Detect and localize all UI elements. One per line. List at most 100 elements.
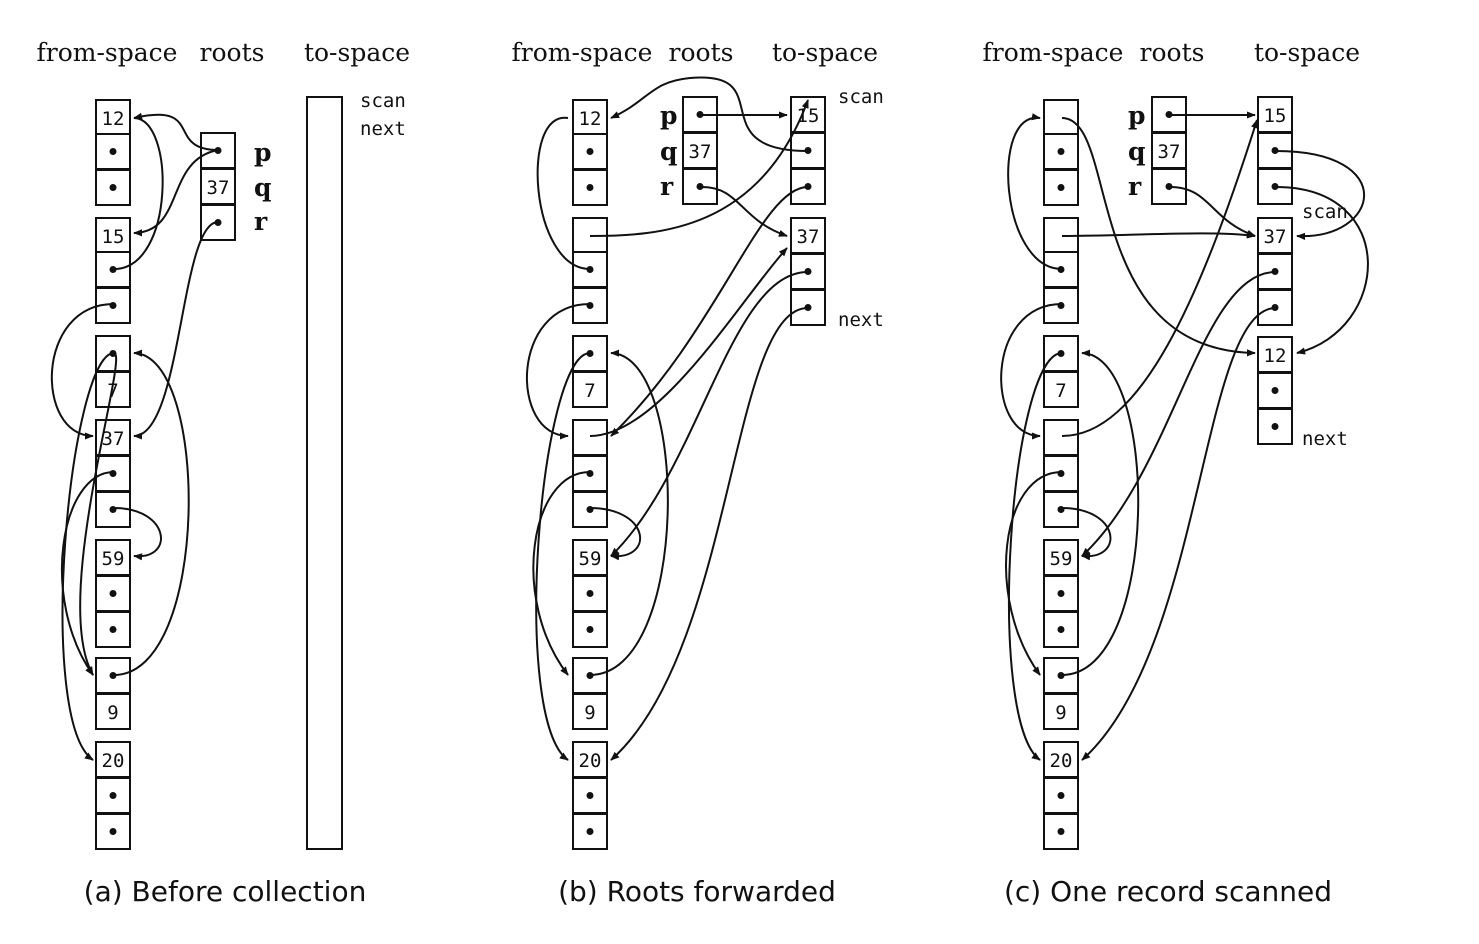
- root-c-pointer-dot: [1165, 111, 1173, 118]
- root-label-q-b: q: [660, 137, 677, 166]
- from-space-b-pointer-dot: [586, 828, 594, 835]
- to-space-header-b: to-space: [772, 38, 878, 67]
- from-space-c-pointer-dot: [1057, 148, 1065, 155]
- root-label-r: r: [254, 207, 268, 236]
- root-label-p-c: p: [1128, 101, 1145, 130]
- from-space-b-cell: [572, 99, 608, 136]
- from-space-c-pointer-dot: [1057, 792, 1065, 799]
- to-space-b-value: 37: [797, 226, 820, 248]
- root-label-r-c: r: [1128, 172, 1142, 201]
- from-space-a-cell: [95, 813, 131, 850]
- roots-header-c: roots: [1140, 38, 1205, 67]
- root-c-pointer-dot: [1165, 183, 1173, 190]
- root-label-r-b: r: [660, 172, 674, 201]
- from-space-a-pointer-dot: [109, 148, 117, 155]
- from-space-b-value: 20: [579, 750, 602, 772]
- from-space-a-pointer-dot: [109, 792, 117, 799]
- from-space-b-pointer-dot: [586, 184, 594, 191]
- pointer-arrows-b: [525, 76, 809, 761]
- from-space-c-cell: [1043, 419, 1079, 456]
- from-space-a-value: 37: [102, 428, 125, 450]
- roots-header-b: roots: [669, 38, 734, 67]
- empty-to-space-a: [306, 96, 343, 850]
- from-space-c-value: 20: [1050, 750, 1073, 772]
- root-b-cell: [682, 132, 718, 169]
- scan-label-c: scan: [1302, 201, 1348, 223]
- from-space-header-a: from-space: [37, 38, 178, 67]
- from-space-column-b: 12 7 59 9 20: [572, 99, 608, 850]
- from-space-a-pointer-dot: [109, 828, 117, 835]
- from-space-b-value: 9: [584, 702, 595, 724]
- from-space-a-value: 20: [102, 750, 125, 772]
- root-label-q: q: [254, 173, 271, 202]
- from-space-a-value: 12: [102, 108, 125, 130]
- from-space-a-value: 7: [107, 380, 118, 402]
- scan-label-b: scan: [838, 86, 884, 108]
- from-space-a-value: 59: [102, 548, 125, 570]
- from-space-b-value: 59: [579, 548, 602, 570]
- to-space-c-pointer-dot: [1271, 147, 1279, 154]
- from-space-a-pointer-dot: [109, 590, 117, 597]
- to-space-c-value: 12: [1264, 345, 1287, 367]
- from-space-header-c: from-space: [983, 38, 1124, 67]
- caption-c: (c) One record scanned: [1004, 875, 1332, 908]
- from-space-b-cell: [572, 419, 608, 456]
- from-space-b-value: 7: [584, 380, 595, 402]
- root-b-pointer-dot: [696, 183, 704, 190]
- panel-a: from-space roots to-space 12 15 7 37 59 9 20 3…: [37, 38, 411, 908]
- from-space-b-pointer-dot: [586, 148, 594, 155]
- from-space-c-pointer-dot: [1057, 828, 1065, 835]
- from-space-b-pointer-dot: [586, 626, 594, 633]
- from-space-c-value: 9: [1055, 702, 1066, 724]
- root-b-pointer-dot: [696, 111, 704, 118]
- to-space-c-pointer-dot: [1271, 387, 1279, 394]
- scan-label-a: scan: [360, 90, 406, 112]
- from-space-a-value: 9: [107, 702, 118, 724]
- root-label-p-b: p: [660, 101, 677, 130]
- to-space-column-c: 15 37 12: [1257, 96, 1293, 445]
- to-space-c-value: 15: [1264, 105, 1287, 127]
- root-b-value: 37: [689, 141, 712, 163]
- roots-header-a: roots: [200, 38, 265, 67]
- roots-column-c: 37: [1151, 96, 1187, 205]
- to-space-header-a: to-space: [304, 38, 410, 67]
- from-space-c-pointer-dot: [1057, 672, 1065, 679]
- to-space-c-value: 37: [1264, 226, 1287, 248]
- pointer-arrows-a: [50, 112, 219, 761]
- from-space-a-cell: [95, 693, 131, 730]
- pointer-arrows-c: [1000, 111, 1369, 761]
- caption-a: (a) Before collection: [84, 875, 367, 908]
- to-space-c-pointer-dot: [1271, 423, 1279, 430]
- next-label-c: next: [1302, 428, 1348, 450]
- from-space-c-cell: [1043, 539, 1079, 576]
- from-space-b-cell: [572, 693, 608, 730]
- roots-column-b: 37: [682, 96, 718, 205]
- from-space-b-cell: [572, 169, 608, 206]
- to-space-c-pointer-dot: [1271, 183, 1279, 190]
- from-space-c-cell: [1043, 693, 1079, 730]
- root-a-value: 37: [207, 177, 230, 199]
- from-space-a-pointer-dot: [109, 266, 117, 273]
- from-space-b-cell: [572, 371, 608, 408]
- from-space-header-b: from-space: [512, 38, 653, 67]
- to-space-b-value: 15: [797, 105, 820, 127]
- next-label-b: next: [838, 309, 884, 331]
- from-space-a-pointer-dot: [109, 626, 117, 633]
- from-space-c-pointer-dot: [1057, 184, 1065, 191]
- root-c-value: 37: [1158, 141, 1181, 163]
- from-space-c-cell: [1043, 99, 1079, 136]
- from-space-a-value: 15: [102, 226, 125, 248]
- from-space-b-value: 12: [579, 108, 602, 130]
- root-a-cell: [200, 168, 236, 205]
- from-space-c-pointer-dot: [1057, 626, 1065, 633]
- from-space-c-cell: [1043, 371, 1079, 408]
- from-space-b-pointer-dot: [586, 792, 594, 799]
- from-space-a-pointer-dot: [109, 184, 117, 191]
- from-space-column-a: 12 15 7 37 59 9 20: [95, 99, 131, 850]
- root-label-q-c: q: [1128, 137, 1145, 166]
